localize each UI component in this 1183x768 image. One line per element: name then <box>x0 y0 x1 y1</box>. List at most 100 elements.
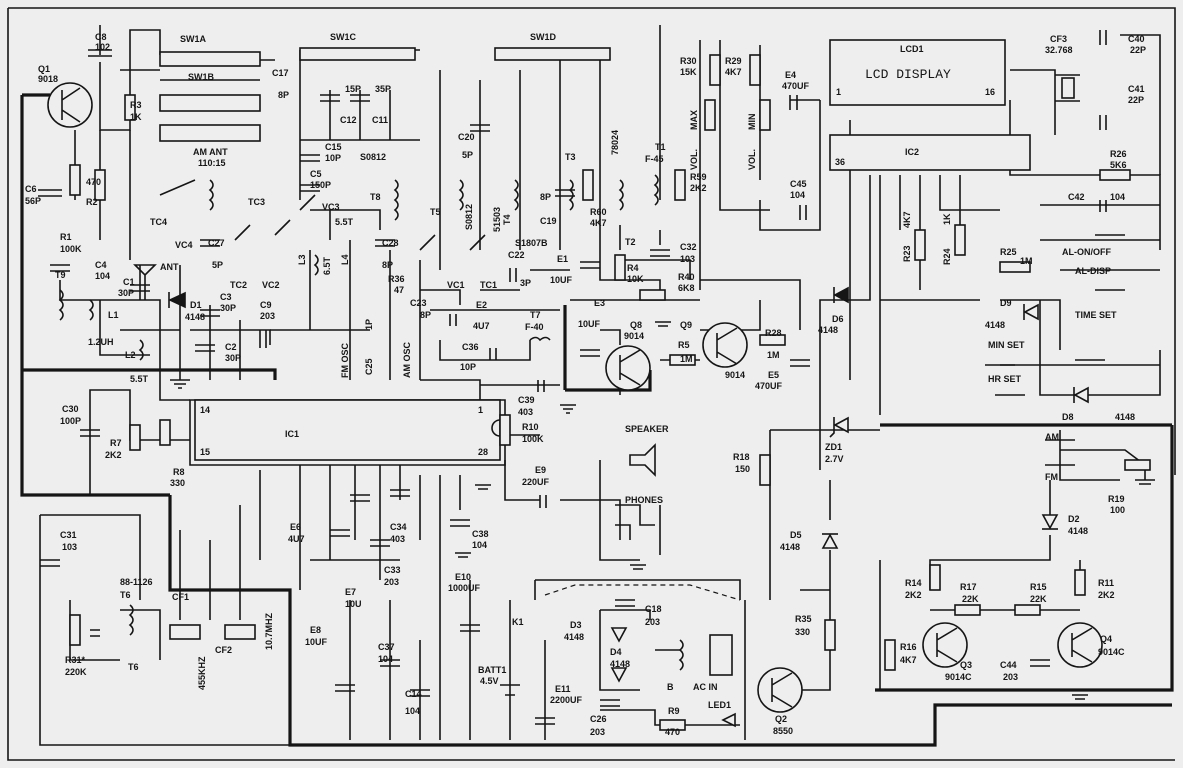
label-c30: C30 <box>62 404 79 414</box>
label-q4: Q4 <box>1100 634 1112 644</box>
label-r26: R26 <box>1110 149 1127 159</box>
label-r15: R15 <box>1030 582 1047 592</box>
label-r60: R60 <box>590 207 607 217</box>
label-c40: C40 <box>1128 34 1145 44</box>
label-r23: R23 <box>902 245 912 262</box>
label-b: B <box>667 682 674 692</box>
label-c44v: 203 <box>1003 672 1018 682</box>
label-r1: R1 <box>60 232 72 242</box>
ic2-chip <box>829 134 1031 171</box>
label-c2v: 30P <box>225 353 241 363</box>
label-al-onoff: AL-ON/OFF <box>1062 247 1111 257</box>
label-cf3v: 32.768 <box>1045 45 1073 55</box>
label-r9v: 470 <box>665 727 680 737</box>
label-c6: C6 <box>25 184 37 194</box>
label-e7v: 10U <box>345 599 362 609</box>
label-tc2: TC2 <box>230 280 247 290</box>
label-ant: ANT <box>160 262 179 272</box>
label-r28: R28 <box>765 328 782 338</box>
label-r59: R59 <box>690 172 707 182</box>
label-fm: FM <box>1045 472 1058 482</box>
label-c36v: 10P <box>460 362 476 372</box>
label-r26v: 5K6 <box>1110 160 1127 170</box>
label-r29v: 4K7 <box>725 67 742 77</box>
label-l3: L3 <box>297 254 307 265</box>
label-c41: C41 <box>1128 84 1145 94</box>
label-c4: C4 <box>95 260 107 270</box>
label-t5: T5 <box>430 207 441 217</box>
label-ic1p1: 1 <box>478 405 483 415</box>
label-r36v: 47 <box>394 285 404 295</box>
switch-linkage <box>544 584 741 601</box>
label-c26: C26 <box>590 714 607 724</box>
label-t6-body: T6 <box>128 662 139 672</box>
label-q8: Q8 <box>630 320 642 330</box>
label-ac-in: AC IN <box>693 682 718 692</box>
label-e5v: 470UF <box>755 381 783 391</box>
label-c18: C18 <box>645 604 662 614</box>
label-c39: C39 <box>518 395 535 405</box>
label-r11: R11 <box>1098 578 1114 588</box>
label-zd1v: 2.7V <box>825 454 844 464</box>
label-t1: T1 <box>655 142 666 152</box>
label-cf1: CF1 <box>172 592 189 602</box>
label-c1v: 30P <box>118 288 134 298</box>
label-r30v: 15K <box>680 67 697 77</box>
label-e9v: 220UF <box>522 477 550 487</box>
label-d8v: 4148 <box>1115 412 1135 422</box>
label-c32: C32 <box>680 242 697 252</box>
label-c11v: 35P <box>375 84 391 94</box>
label-t7: T7 <box>530 310 541 320</box>
label-r40: R40 <box>678 272 695 282</box>
label-batt1v: 4.5V <box>480 676 499 686</box>
label-c45v: 104 <box>790 190 805 200</box>
label-tc3: TC3 <box>248 197 265 207</box>
label-pin36: 36 <box>835 157 845 167</box>
label-lcd-text: LCD DISPLAY <box>865 67 951 82</box>
label-e11: E11 <box>555 684 571 694</box>
label-d5: D5 <box>790 530 802 540</box>
label-r31v: 220K <box>65 667 87 677</box>
label-e7: E7 <box>345 587 356 597</box>
label-r31: R31* <box>65 655 86 665</box>
label-c26v: 203 <box>590 727 605 737</box>
label-r18: R18 <box>733 452 750 462</box>
label-q2: Q2 <box>775 714 787 724</box>
label-max: MAX <box>689 110 699 130</box>
label-t4v: 51503 <box>492 207 502 232</box>
label-e10v: 1000UF <box>448 583 481 593</box>
lcd-display <box>829 39 1006 106</box>
label-q3: Q3 <box>960 660 972 670</box>
label-min-set: MIN SET <box>988 340 1025 350</box>
label-c19: C19 <box>540 216 557 226</box>
label-e5: E5 <box>768 370 779 380</box>
label-l4: L4 <box>340 254 350 265</box>
label-c15: C15 <box>325 142 342 152</box>
label-e2v: 4U7 <box>473 321 490 331</box>
label-c18v: 203 <box>645 617 660 627</box>
label-r16: R16 <box>900 642 917 652</box>
label-ic1p28: 28 <box>478 447 488 457</box>
label-lcd1: LCD1 <box>900 44 924 54</box>
label-d9: D9 <box>1000 298 1012 308</box>
label-phones: PHONES <box>625 495 663 505</box>
label-s1807b: S1807B <box>515 238 548 248</box>
label-d8: D8 <box>1062 412 1074 422</box>
label-hr-set: HR SET <box>988 374 1022 384</box>
label-t4: T4 <box>502 214 512 225</box>
label-r7v: 2K2 <box>105 450 122 460</box>
label-min: MIN <box>747 114 757 131</box>
label-c40v: 22P <box>1130 45 1146 55</box>
label-q1v: 9018 <box>38 74 58 84</box>
label-e4v: 470UF <box>782 81 810 91</box>
label-e4: E4 <box>785 70 796 80</box>
label-c37v: 104 <box>378 654 393 664</box>
label-r4: R4 <box>627 263 639 273</box>
q8-transistor <box>605 345 651 391</box>
label-t6: T6 <box>120 590 131 600</box>
label-r1v: 100K <box>60 244 82 254</box>
label-r17v: 22K <box>962 594 979 604</box>
label-am-ant: AM ANT <box>193 147 228 157</box>
label-r18v: 150 <box>735 464 750 474</box>
label-c28v: 8P <box>382 260 393 270</box>
